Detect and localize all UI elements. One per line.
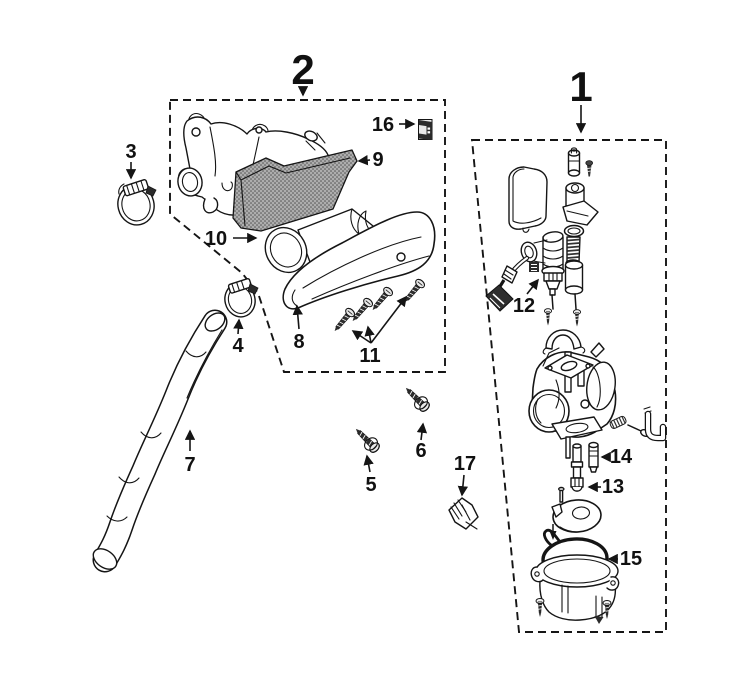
hose-clamp-4 bbox=[224, 277, 259, 318]
callout-14: 14 bbox=[610, 446, 633, 468]
overflow-hose bbox=[644, 410, 667, 442]
callout-14-group: 14 bbox=[600, 446, 633, 468]
callout-10: 10 bbox=[205, 228, 227, 250]
callout-12-group: 12 bbox=[513, 278, 539, 317]
callout-12: 12 bbox=[513, 295, 535, 317]
callout-11: 11 bbox=[359, 345, 380, 367]
callout-3: 3 bbox=[125, 141, 136, 163]
top-tiny-screw bbox=[585, 160, 593, 177]
callout-9: 9 bbox=[372, 149, 383, 171]
callout-7-group: 7 bbox=[184, 429, 196, 476]
callout-13: 13 bbox=[602, 476, 624, 498]
air-box-lower-duct bbox=[264, 208, 379, 274]
callout-17: 17 bbox=[454, 453, 476, 475]
callout-13-group: 13 bbox=[587, 476, 624, 498]
throttle-slide bbox=[564, 260, 584, 310]
carburetor-body bbox=[528, 329, 617, 459]
cap-screws bbox=[543, 308, 582, 327]
callout-15: 15 bbox=[620, 548, 642, 570]
jet-needle-14 bbox=[588, 441, 599, 473]
o-ring bbox=[563, 224, 585, 238]
callout-2-group: 2 bbox=[291, 46, 315, 97]
clip-17 bbox=[448, 497, 479, 530]
screw-6 bbox=[401, 383, 432, 414]
callout-7: 7 bbox=[184, 454, 195, 476]
callout-8: 8 bbox=[293, 331, 304, 353]
needle-jet-holder bbox=[567, 147, 581, 177]
callout-6-group: 6 bbox=[415, 422, 428, 462]
callout-5-group: 5 bbox=[363, 454, 377, 496]
callout-1: 1 bbox=[569, 63, 592, 110]
hose-clamp-3 bbox=[117, 179, 157, 226]
float-bowl bbox=[530, 554, 620, 624]
main-jet-13 bbox=[570, 443, 584, 492]
callout-16-group: 16 bbox=[372, 114, 416, 136]
air-filter-element bbox=[232, 149, 358, 232]
callout-1-group: 1 bbox=[569, 63, 593, 134]
intake-tube-7 bbox=[92, 309, 228, 573]
carb-top-cap bbox=[562, 182, 599, 226]
callout-16: 16 bbox=[372, 114, 394, 136]
callout-2: 2 bbox=[291, 46, 314, 93]
float-pin bbox=[558, 486, 565, 503]
callout-11-group: 11 bbox=[351, 295, 407, 367]
callout-4-group: 4 bbox=[232, 318, 244, 357]
float bbox=[549, 499, 602, 540]
screw-5 bbox=[351, 424, 382, 455]
callout-4: 4 bbox=[232, 335, 244, 357]
resonator-silencer bbox=[282, 211, 436, 310]
callout-9-group: 9 bbox=[357, 149, 384, 171]
callout-3-group: 3 bbox=[125, 141, 137, 180]
callout-6: 6 bbox=[415, 440, 426, 462]
callout-10-group: 10 bbox=[205, 228, 258, 250]
callout-8-group: 8 bbox=[292, 304, 305, 353]
choke-cover-plate bbox=[508, 166, 548, 233]
callout-17-group: 17 bbox=[454, 453, 476, 497]
auto-choke-12 bbox=[485, 231, 565, 312]
retaining-clip-16 bbox=[418, 119, 433, 140]
callout-15-group: 15 bbox=[607, 548, 642, 570]
callout-5: 5 bbox=[365, 474, 376, 496]
idle-screw-spring bbox=[609, 406, 652, 438]
